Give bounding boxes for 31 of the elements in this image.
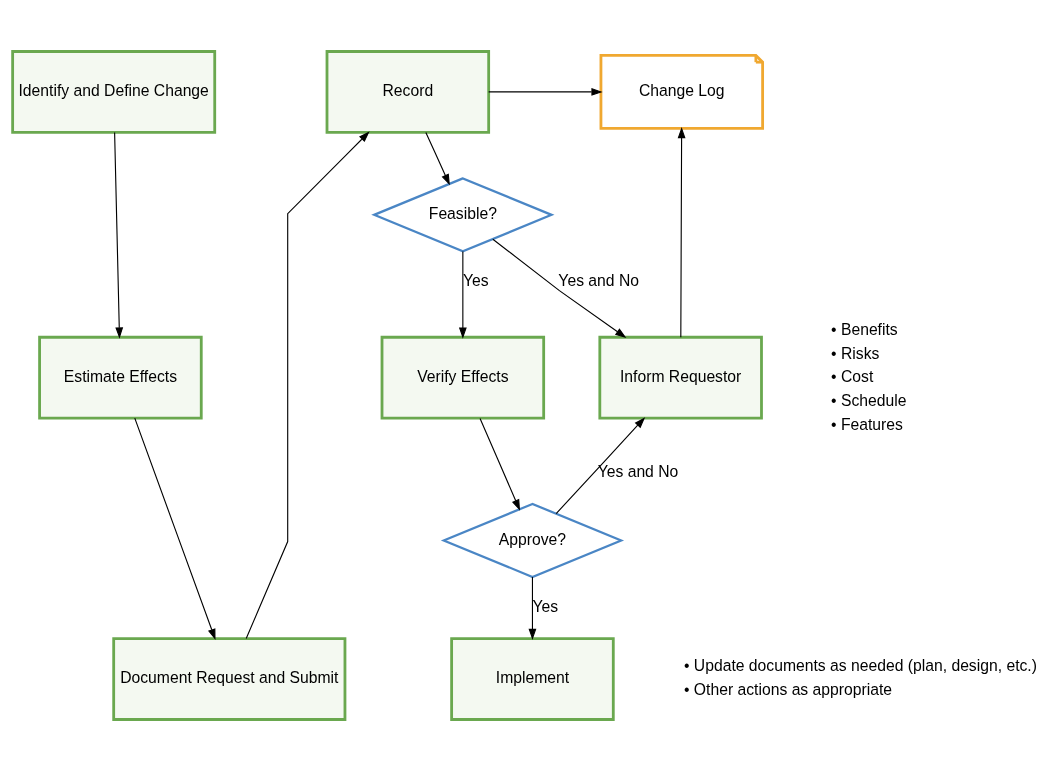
node-label: • Benefits xyxy=(831,320,898,338)
arrow xyxy=(245,130,370,639)
edge-label: Yes and No xyxy=(558,271,640,289)
edge-label: Yes xyxy=(462,271,489,289)
arrow xyxy=(555,416,646,514)
edge-label: Yes and No xyxy=(597,462,679,480)
arrow xyxy=(479,417,521,511)
arrow xyxy=(528,576,537,640)
node-label: • Risks xyxy=(831,344,880,362)
node-label: • Features xyxy=(831,415,903,433)
node-box: Record xyxy=(325,49,491,134)
node-box: Identify and Define Change xyxy=(11,49,217,134)
node-label: • Schedule xyxy=(831,391,907,409)
arrow xyxy=(492,238,627,338)
arrow xyxy=(134,417,216,640)
node-box: Implement xyxy=(450,636,615,721)
arrow xyxy=(425,131,450,185)
arrow xyxy=(458,250,467,339)
node-box: Inform Requestor xyxy=(598,335,763,419)
node-label: • Cost xyxy=(831,367,874,385)
node-box: Estimate Effects xyxy=(38,335,203,419)
node-diamond: Approve? xyxy=(440,502,625,578)
node-box: Document Request and Submit xyxy=(112,636,347,721)
arrow xyxy=(488,87,603,96)
node-box: Verify Effects xyxy=(380,335,546,419)
edge-label: Yes xyxy=(532,597,559,615)
arrow xyxy=(114,131,124,339)
node-diamond: Feasible? xyxy=(371,176,555,253)
node-label: • Other actions as appropriate xyxy=(684,680,893,698)
node-label: • Update documents as needed (plan, design, etc.) xyxy=(684,656,1037,674)
arrow xyxy=(677,126,686,338)
